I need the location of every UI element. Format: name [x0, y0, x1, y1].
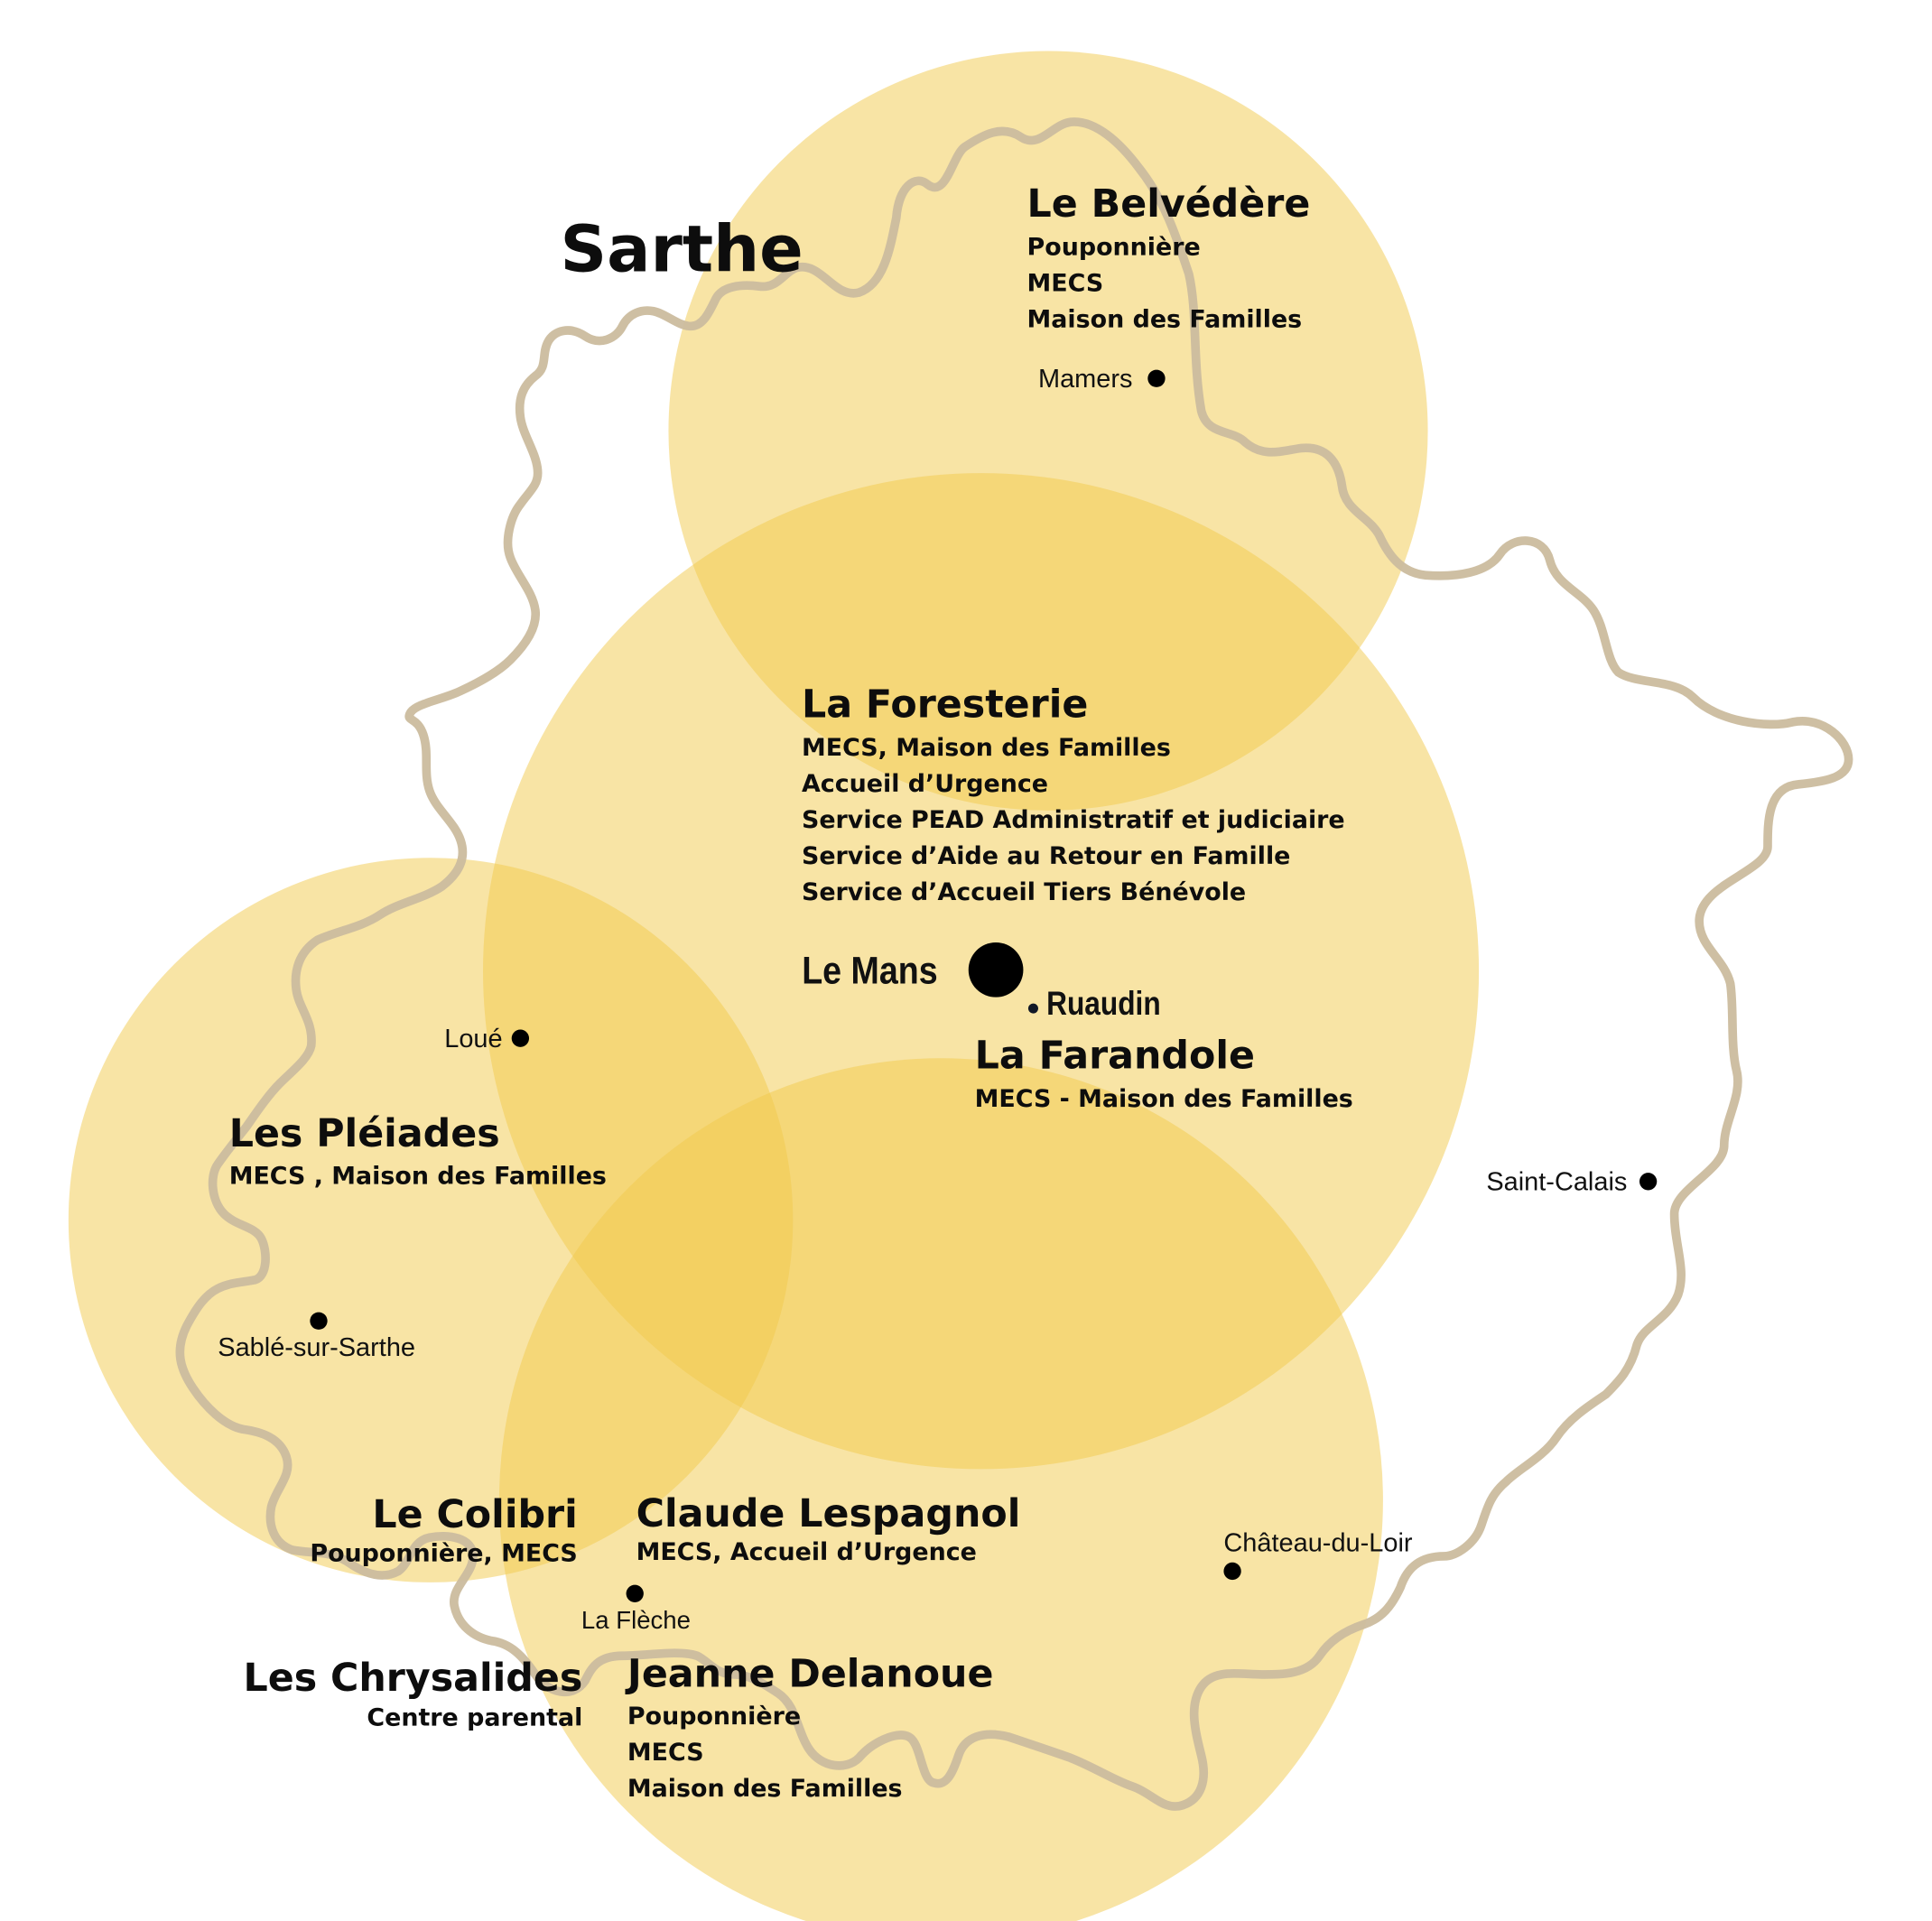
institution-service: MECS [627, 1739, 704, 1767]
town-dot-icon [1639, 1173, 1658, 1191]
town-dot-icon [511, 1029, 530, 1047]
institution-service: Maison des Familles [627, 1775, 903, 1803]
institution-les-chrysalides: Les Chrysalides Centre parental [244, 1656, 583, 1732]
institution-service: Accueil d’Urgence [802, 770, 1048, 798]
town-label: Saint-Calais [1486, 1167, 1627, 1196]
town-label: Sablé-sur-Sarthe [218, 1333, 415, 1362]
institution-service: Service d’Aide au Retour en Famille [802, 842, 1290, 870]
institution-service: MECS, Maison des Familles [802, 734, 1171, 762]
institution-service: Service d’Accueil Tiers Bénévole [802, 878, 1246, 906]
town-label: Le Mans [802, 949, 937, 992]
town-label: Château-du-Loir [1223, 1528, 1412, 1557]
institution-name: Le Colibri [372, 1492, 577, 1537]
department-border [175, 117, 1853, 1811]
town-dot-icon [310, 1312, 328, 1330]
town-le-mans: Le Mans [802, 942, 1024, 998]
town-loue: Loué [444, 1025, 530, 1053]
institution-service: Centre parental [367, 1703, 582, 1731]
institution-service: Maison des Familles [1027, 306, 1303, 334]
institution-claude-lespagnol: Claude Lespagnol MECS, Accueil d’Urgence [636, 1491, 1021, 1566]
town-label: Loué [444, 1025, 502, 1053]
town-dot-icon [1147, 369, 1166, 387]
institution-la-foresterie: La Foresterie MECS, Maison des Familles … [802, 682, 1345, 906]
institution-le-colibri: Le Colibri Pouponnière, MECS [310, 1492, 577, 1567]
town-mamers: Mamers [1038, 365, 1166, 394]
institution-la-farandole: La Farandole MECS - Maison des Familles [975, 1033, 1353, 1113]
town-dot-icon [626, 1584, 644, 1602]
institution-service: Service PEAD Administratif et judiciaire [802, 806, 1345, 834]
institution-name: La Foresterie [802, 682, 1088, 727]
map-title: Sarthe [560, 211, 803, 287]
town-label: La Flèche [581, 1606, 691, 1634]
town-sable-sur-sarthe: Sablé-sur-Sarthe [218, 1312, 415, 1362]
institution-name: La Farandole [975, 1033, 1255, 1078]
institution-service: MECS, Accueil d’Urgence [636, 1538, 977, 1566]
institution-service: MECS - Maison des Familles [975, 1085, 1353, 1113]
institution-le-belvedere: Le Belvédère Pouponnière MECS Maison des… [1027, 181, 1311, 334]
institution-name: Jeanne Delanoue [625, 1652, 994, 1697]
town-chateau-du-loir: Château-du-Loir [1223, 1528, 1413, 1581]
institution-service: Pouponnière [1027, 234, 1201, 262]
city-dot-icon [968, 942, 1024, 998]
institution-name: Les Pléiades [229, 1111, 500, 1156]
institution-les-pleiades: Les Pléiades MECS , Maison des Familles [229, 1111, 607, 1190]
institution-jeanne-delanoue: Jeanne Delanoue Pouponnière MECS Maison … [625, 1652, 994, 1803]
institution-name: Les Chrysalides [244, 1656, 583, 1701]
town-label: Ruaudin [1046, 986, 1161, 1023]
town-dot-icon [1223, 1562, 1241, 1581]
town-ruaudin: Ruaudin [1027, 986, 1161, 1023]
town-label: Mamers [1038, 365, 1133, 394]
coverage-zones [68, 51, 1480, 1921]
institution-name: Claude Lespagnol [636, 1491, 1021, 1536]
institution-service: Pouponnière [627, 1703, 801, 1731]
institution-service: MECS [1027, 270, 1104, 298]
town-saint-calais: Saint-Calais [1486, 1167, 1658, 1196]
institution-service: MECS , Maison des Familles [229, 1163, 607, 1191]
town-la-fleche: La Flèche [581, 1584, 691, 1634]
institution-name: Le Belvédère [1027, 181, 1311, 227]
zone-circle-south [499, 1058, 1383, 1921]
institution-service: Pouponnière, MECS [310, 1539, 577, 1567]
town-dot-icon [1027, 1003, 1038, 1014]
